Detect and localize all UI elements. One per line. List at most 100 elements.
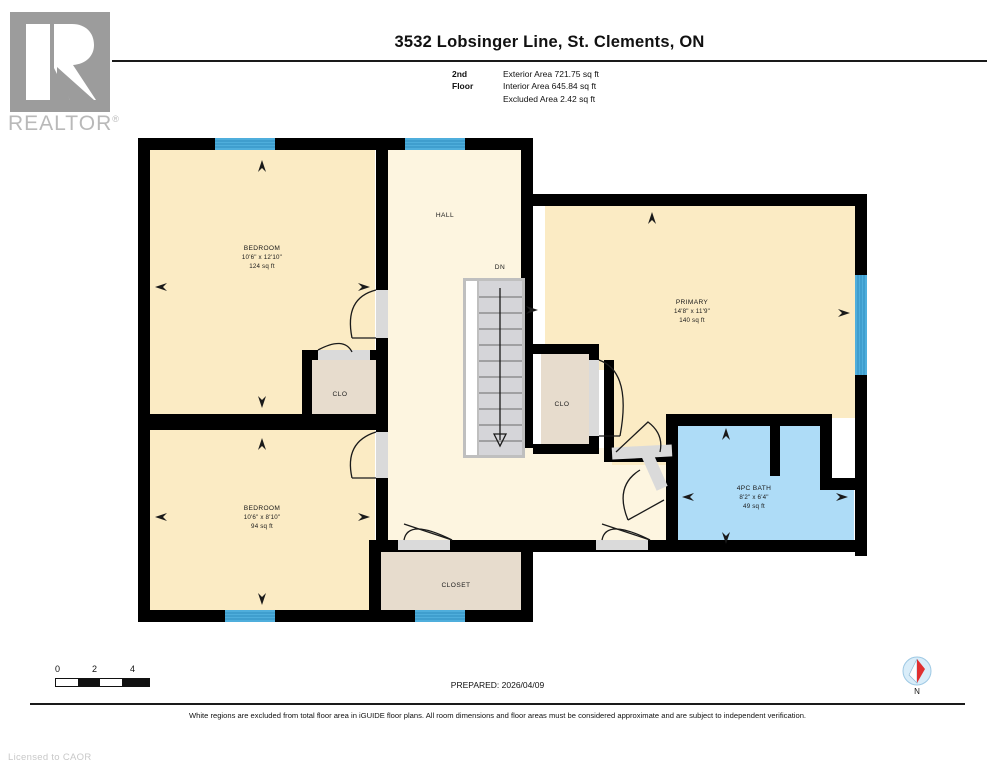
compass-rose-icon: N bbox=[897, 655, 937, 703]
room-area: 140 sq ft bbox=[679, 317, 705, 324]
wall-exterior-left bbox=[138, 138, 150, 622]
dim-arrow-up bbox=[258, 438, 266, 450]
footer-divider bbox=[30, 703, 965, 705]
wall-exterior-top bbox=[138, 138, 533, 150]
compass-glyph-icon bbox=[902, 656, 932, 686]
room-dimensions: 10'6" x 12'10" bbox=[242, 254, 282, 261]
dim-arrow-left bbox=[682, 493, 694, 501]
dim-arrow-right bbox=[358, 283, 370, 291]
room-area: 49 sq ft bbox=[743, 503, 765, 510]
wall-clo-c-bottom bbox=[533, 444, 599, 454]
floor-plan-drawing: BEDROOM 10'6" x 12'10" 124 sq ft BEDROOM… bbox=[138, 138, 867, 622]
label-primary: PRIMARY 14'8" x 11'9" 140 sq ft bbox=[674, 299, 710, 324]
dim-arrow-left bbox=[526, 306, 538, 314]
wall-bath-left bbox=[666, 414, 678, 552]
wall-primary-alcove-left bbox=[604, 360, 614, 462]
room-name: BEDROOM bbox=[244, 505, 281, 512]
window-bottom-1 bbox=[225, 610, 275, 622]
realtor-r-logo-icon bbox=[10, 12, 110, 112]
disclaimer-text: White regions are excluded from total fl… bbox=[188, 711, 807, 720]
doors bbox=[317, 289, 673, 550]
window-right bbox=[855, 275, 867, 375]
dim-arrow-up bbox=[722, 428, 730, 440]
wall-clo-c-top bbox=[533, 344, 599, 354]
window-bottom-2 bbox=[415, 610, 465, 622]
wall-bath-top bbox=[666, 414, 832, 426]
label-closet-upper-left: CLO bbox=[333, 391, 348, 398]
scale-segment bbox=[78, 679, 101, 686]
scale-tick-4: 4 bbox=[130, 664, 136, 674]
prepared-date: PREPARED: 2026/04/09 bbox=[450, 680, 545, 690]
wall-closet-bottom-left bbox=[369, 540, 381, 622]
door-closet-bottom-right bbox=[596, 523, 651, 550]
wall-bath-notch bbox=[820, 478, 867, 490]
area-lines: Exterior Area 721.75 sq ft Interior Area… bbox=[503, 68, 599, 105]
wall-closet-right bbox=[521, 545, 533, 622]
scale-tick-2: 2 bbox=[92, 664, 98, 674]
dimension-markers bbox=[155, 160, 850, 605]
realtor-logo: REALTOR® bbox=[8, 12, 119, 140]
interior-area: Interior Area 645.84 sq ft bbox=[503, 81, 597, 92]
licensed-text: Licensed to CAOR bbox=[8, 752, 92, 763]
room-labels: BEDROOM 10'6" x 12'10" 124 sq ft BEDROOM… bbox=[242, 212, 771, 589]
wall-primary-top bbox=[533, 194, 867, 206]
dim-arrow-down bbox=[258, 396, 266, 408]
windows bbox=[215, 138, 867, 622]
scale-bar bbox=[55, 678, 150, 687]
door-bedroom-top bbox=[349, 289, 388, 339]
room-dimensions: 14'8" x 11'9" bbox=[674, 308, 710, 315]
dim-arrow-down bbox=[258, 593, 266, 605]
exterior-area: Exterior Area 721.75 sq ft bbox=[503, 69, 599, 79]
dim-arrow-up bbox=[648, 212, 656, 224]
room-dimensions: 8'2" x 6'4" bbox=[739, 494, 768, 501]
wall-clo-ul-left bbox=[302, 350, 312, 414]
wall-bedroom-divider bbox=[150, 414, 378, 430]
window-top-1 bbox=[215, 138, 275, 150]
label-bath: 4PC BATH 8'2" x 6'4" 49 sq ft bbox=[737, 485, 772, 510]
room-area: 124 sq ft bbox=[249, 263, 275, 270]
room-dimensions: 10'6" x 8'10" bbox=[244, 514, 281, 521]
window-top-2 bbox=[405, 138, 465, 150]
label-closet-bottom: CLOSET bbox=[441, 582, 470, 589]
label-bedroom-bottom: BEDROOM 10'6" x 8'10" 94 sq ft bbox=[244, 505, 281, 530]
wall-bath-right-upper bbox=[820, 426, 832, 490]
wall-hall-left-upper bbox=[376, 138, 388, 438]
stair-rail bbox=[466, 281, 477, 455]
door-closet-bottom-left bbox=[398, 523, 453, 550]
title-divider bbox=[112, 60, 987, 62]
dim-arrow-down bbox=[722, 532, 730, 544]
scale-segment bbox=[122, 679, 149, 686]
dim-arrow-left bbox=[155, 513, 167, 521]
label-hall: HALL bbox=[436, 212, 454, 219]
room-fill-closet-bottom bbox=[381, 552, 533, 610]
room-name: BEDROOM bbox=[244, 245, 281, 252]
room-fill-bath bbox=[676, 424, 854, 550]
compass-north-label: N bbox=[914, 687, 920, 696]
wall-exterior-bottom-left bbox=[138, 610, 533, 622]
room-name: 4PC BATH bbox=[737, 485, 772, 492]
room-area: 94 sq ft bbox=[251, 523, 273, 530]
door-primary bbox=[611, 421, 673, 460]
realtor-wordmark: REALTOR® bbox=[8, 112, 128, 136]
wall-bottom-right bbox=[533, 540, 867, 552]
dim-arrow-right bbox=[838, 309, 850, 317]
floor-label: 2nd Floor bbox=[452, 69, 474, 92]
realtor-wordmark-text: REALTOR bbox=[8, 112, 113, 135]
dim-arrow-right bbox=[358, 513, 370, 521]
door-bedroom-bottom bbox=[349, 431, 388, 479]
realtor-r-glyph-icon bbox=[10, 12, 110, 112]
door-closet-upper-left bbox=[317, 342, 370, 360]
page-title: 3532 Lobsinger Line, St. Clements, ON bbox=[394, 33, 705, 51]
label-stairs-direction: DN bbox=[495, 264, 505, 271]
stair-direction-arrow-icon bbox=[492, 288, 508, 448]
room-fill-closet-upper-left bbox=[310, 358, 378, 414]
excluded-area: Excluded Area 2.42 sq ft bbox=[503, 93, 596, 104]
wall-bath-stub bbox=[770, 424, 780, 476]
room-fill-closet-center bbox=[541, 352, 591, 448]
label-bedroom-top: BEDROOM 10'6" x 12'10" 124 sq ft bbox=[242, 245, 282, 270]
dim-arrow-left bbox=[155, 283, 167, 291]
registered-mark: ® bbox=[112, 114, 120, 124]
scale-unit: ft bbox=[145, 678, 150, 687]
door-closet-center bbox=[589, 359, 624, 437]
